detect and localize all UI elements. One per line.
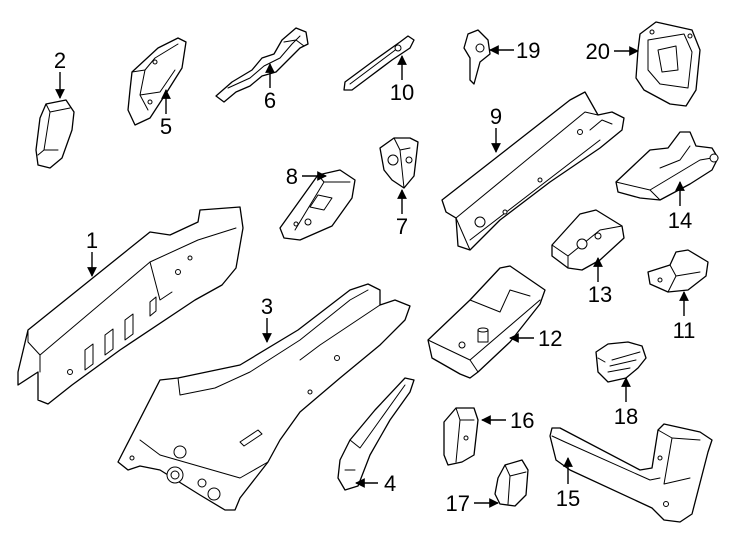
callout-6: 6	[264, 88, 276, 113]
callout-7: 7	[396, 214, 408, 239]
part-14-bracket[interactable]	[615, 131, 719, 201]
part-6-reinforcement[interactable]	[215, 27, 309, 103]
part-13-bracket[interactable]	[551, 209, 625, 271]
part-3-rear-rail[interactable]	[117, 283, 411, 511]
callout-15: 15	[556, 486, 580, 511]
part-1-rail[interactable]	[17, 206, 244, 405]
callout-19: 19	[516, 38, 540, 63]
callout-9: 9	[490, 104, 502, 129]
callout-13: 13	[588, 282, 612, 307]
callout-4: 4	[384, 471, 396, 496]
callout-3: 3	[261, 294, 273, 319]
callout-16: 16	[510, 408, 534, 433]
callout-12: 12	[538, 326, 562, 351]
part-12-box[interactable]	[427, 265, 546, 379]
leader-lines	[55, 45, 689, 508]
part-2-bracket[interactable]	[35, 99, 75, 169]
part-15-rail[interactable]	[549, 423, 713, 523]
callout-1: 1	[86, 228, 98, 253]
part-18-cap[interactable]	[595, 341, 647, 383]
part-19-clip[interactable]	[463, 29, 491, 85]
callout-18: 18	[614, 404, 638, 429]
part-9-rail[interactable]	[441, 91, 625, 251]
callout-labels: 1 2 3 4 5 6 7 8 9 10 11 12 13 14 15 16 1…	[54, 38, 696, 516]
part-17-bracket[interactable]	[494, 459, 529, 507]
part-5-bracket[interactable]	[127, 37, 187, 126]
callout-14: 14	[668, 208, 692, 233]
callout-10: 10	[390, 80, 414, 105]
callout-20: 20	[586, 39, 610, 64]
part-11-bracket[interactable]	[647, 249, 709, 293]
part-16-bracket[interactable]	[443, 407, 479, 466]
part-7-bracket[interactable]	[379, 137, 419, 189]
callout-11: 11	[673, 318, 696, 343]
callout-8: 8	[286, 164, 298, 189]
part-4-bracket[interactable]	[337, 377, 415, 491]
callout-5: 5	[160, 114, 172, 139]
part-10-strip[interactable]	[343, 35, 415, 91]
callout-17: 17	[446, 491, 470, 516]
part-20-mount[interactable]	[635, 21, 701, 107]
callout-2: 2	[54, 48, 66, 73]
